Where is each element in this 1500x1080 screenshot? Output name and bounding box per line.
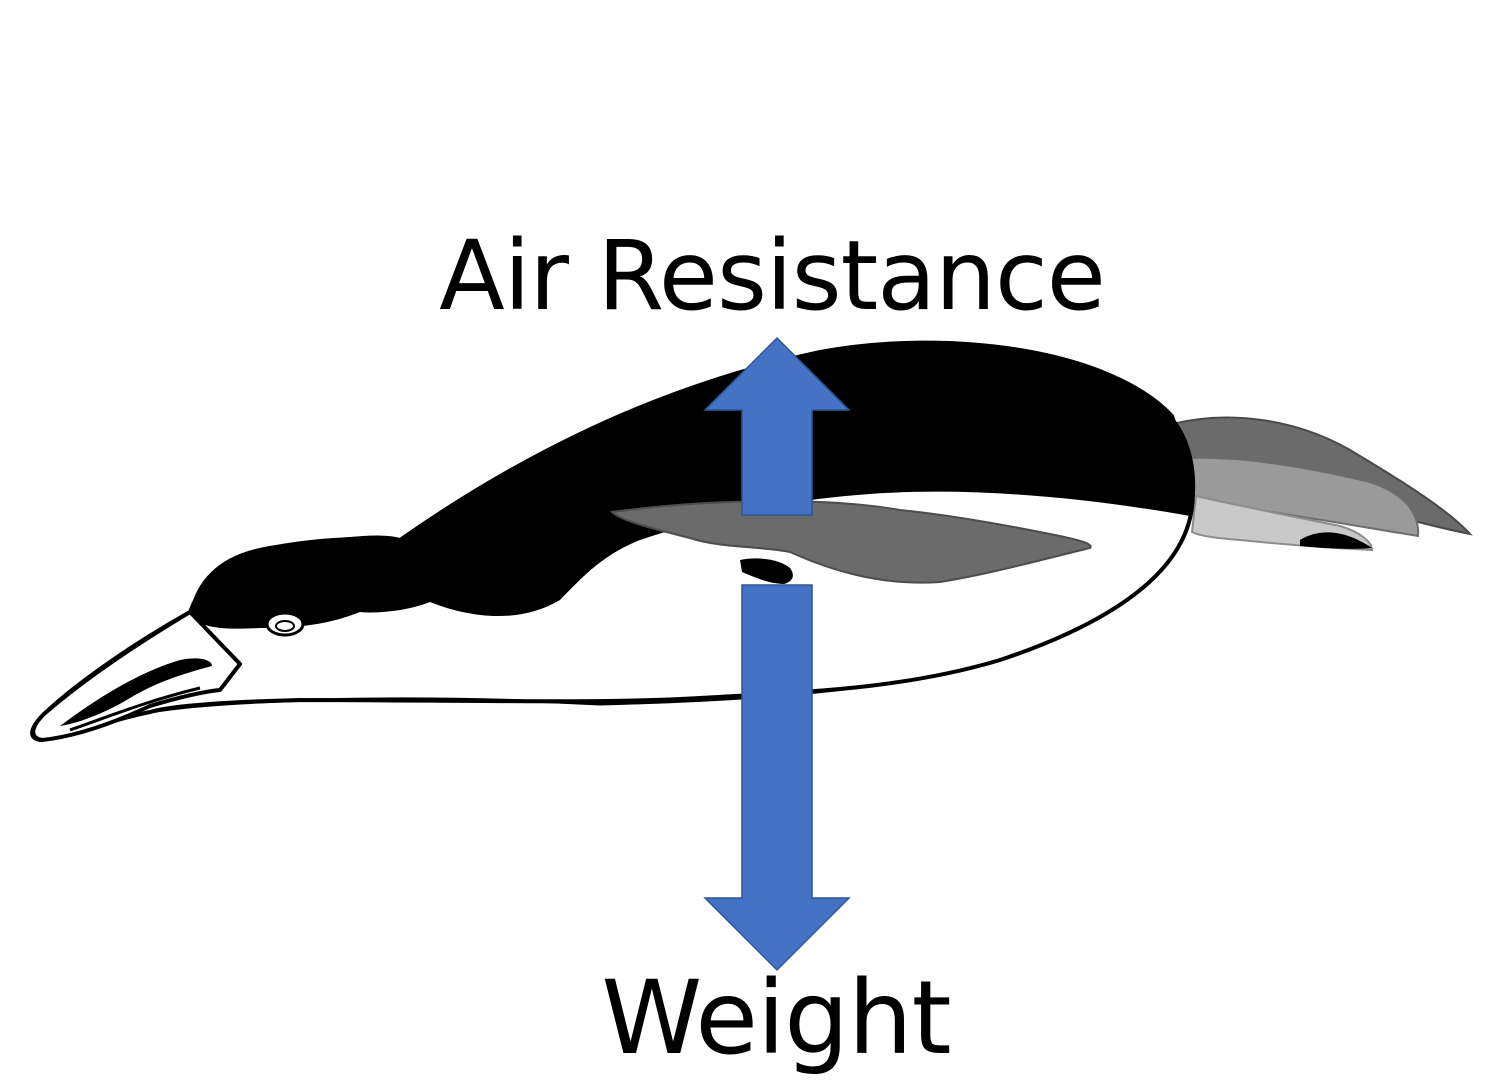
air-resistance-label: Air Resistance [439, 220, 1106, 332]
penguin-head [190, 537, 430, 629]
penguin-eye [265, 611, 305, 637]
tail-feathers [1170, 416, 1473, 552]
weight-label: Weight [601, 959, 951, 1078]
weight-arrow [703, 584, 851, 972]
penguin-beak [31, 610, 242, 742]
penguin-foot [740, 558, 793, 584]
air-resistance-arrow [703, 336, 851, 516]
penguin-flipper [609, 500, 1092, 584]
